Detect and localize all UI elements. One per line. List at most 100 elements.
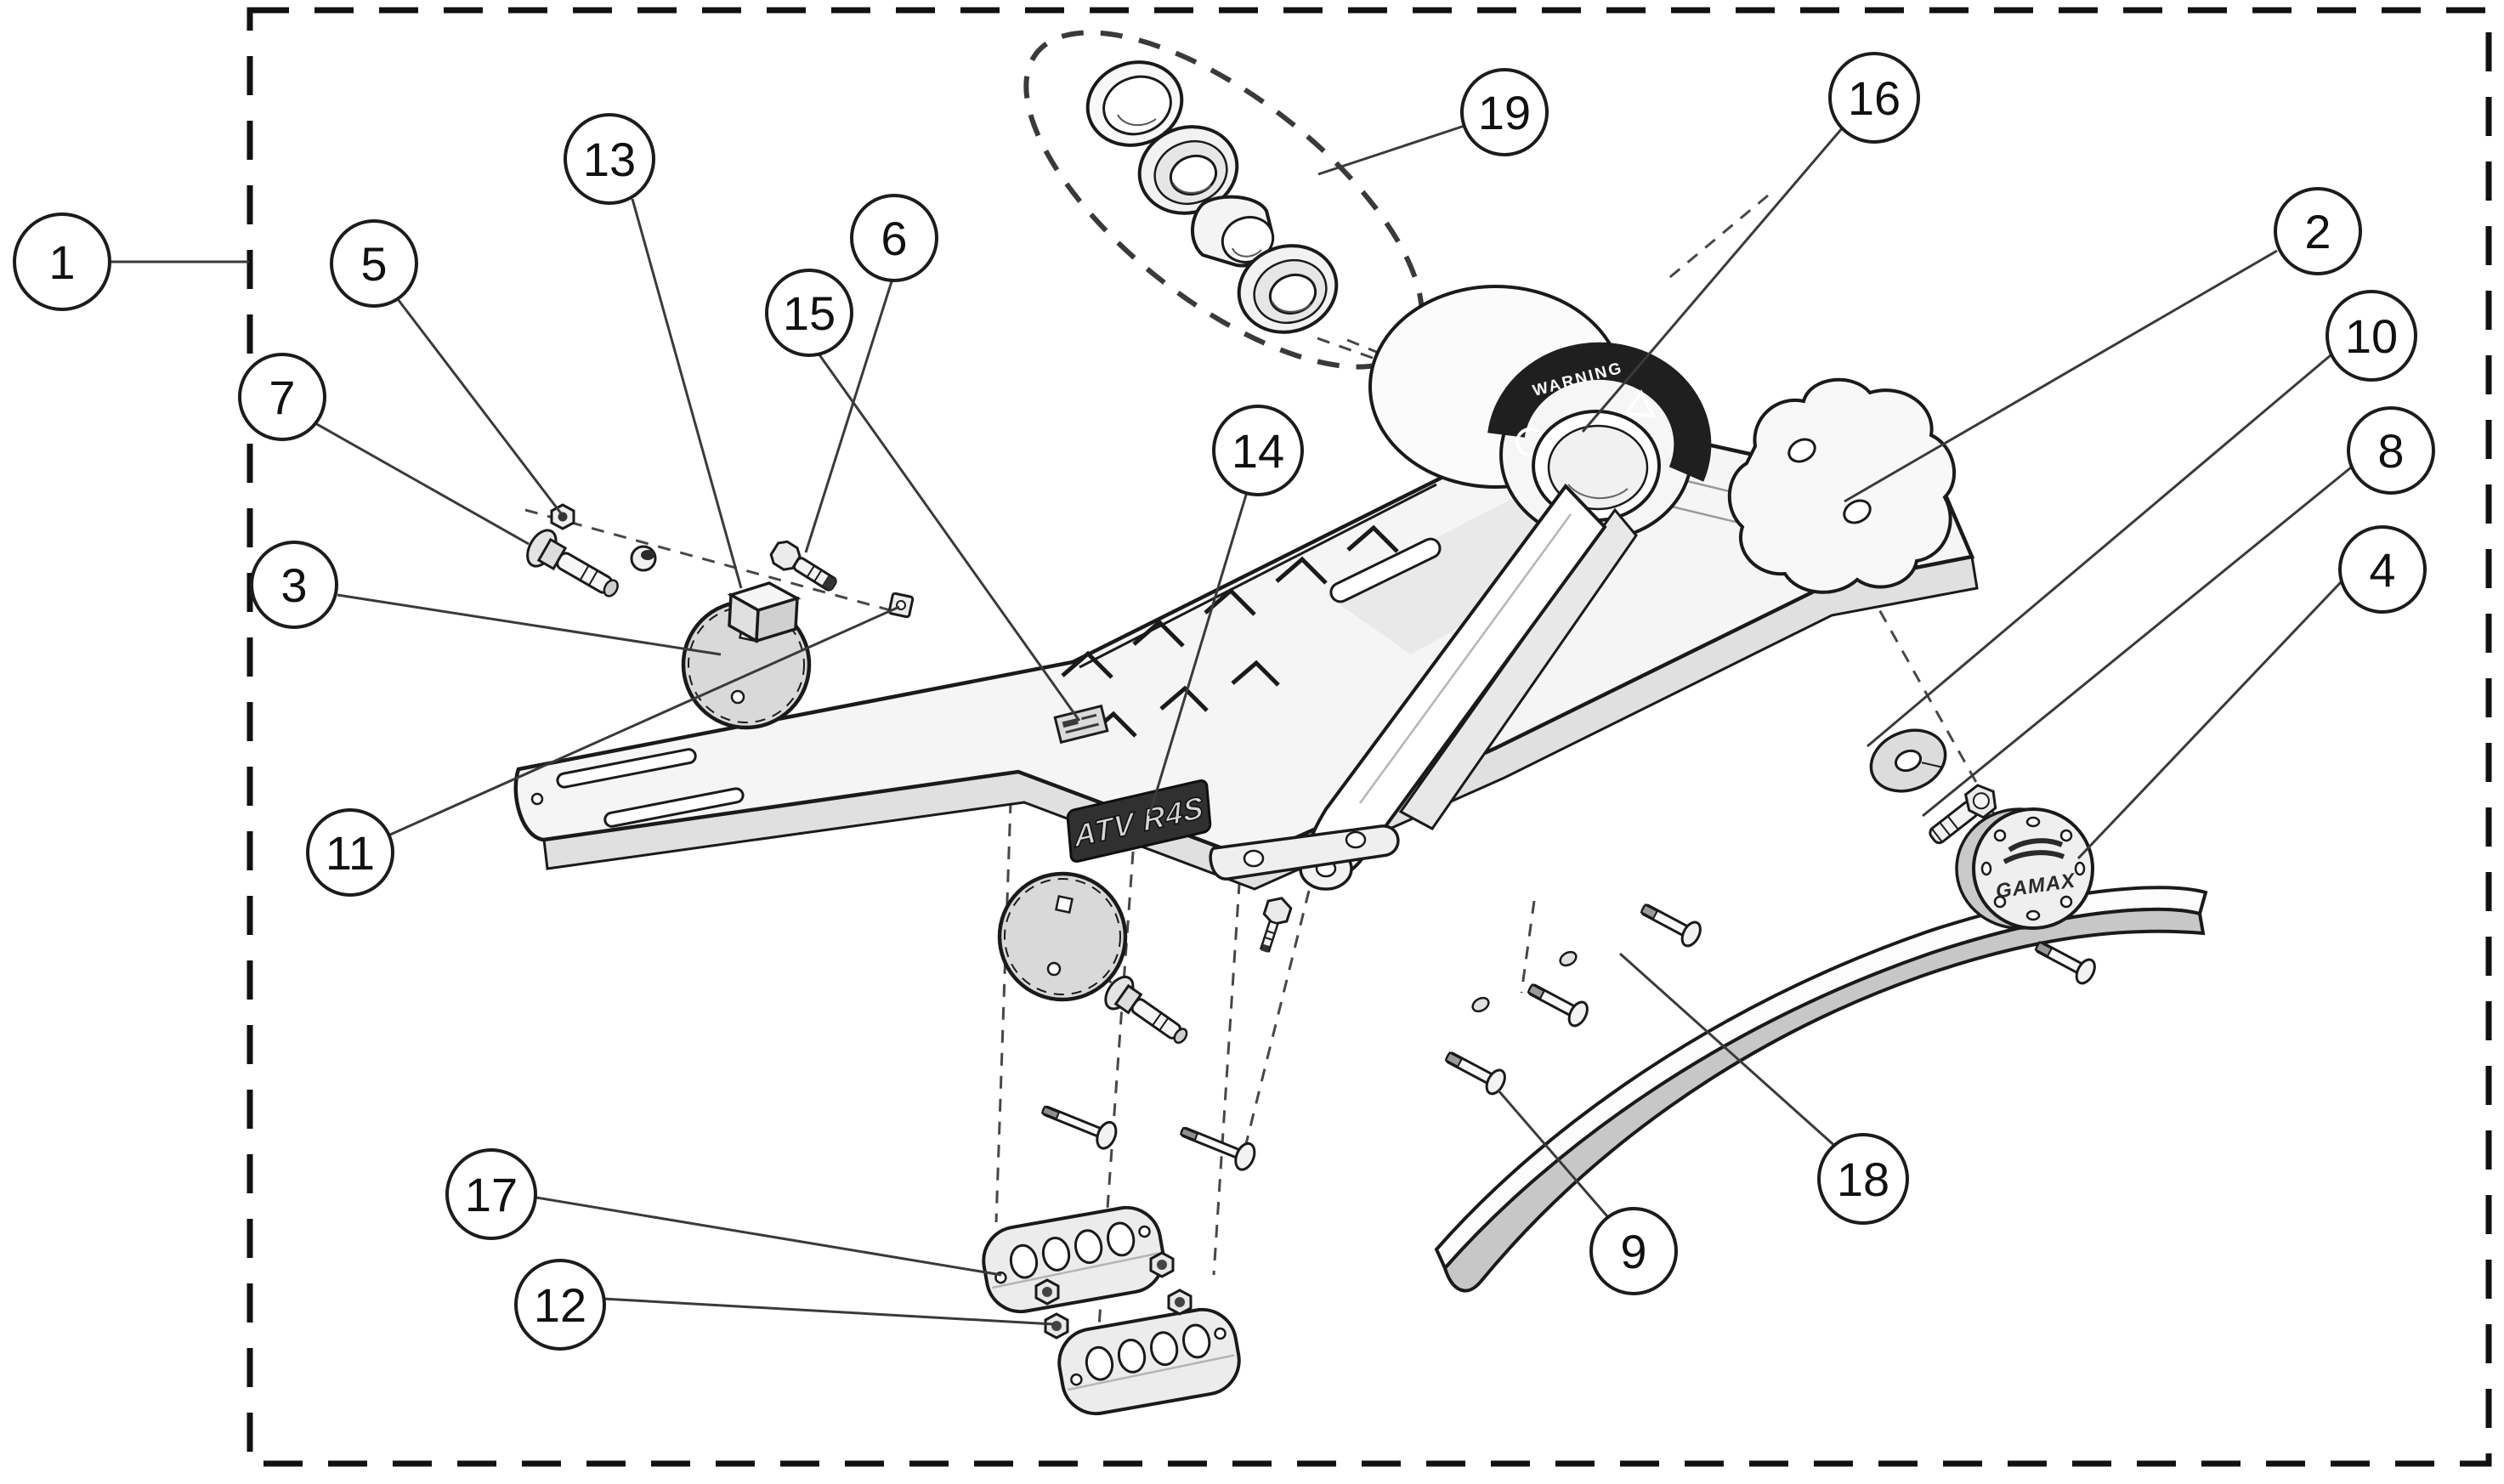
chain-guide-lower	[1057, 1307, 1241, 1416]
warning-triangle-icon	[1623, 389, 1657, 418]
svg-text:14: 14	[1232, 424, 1284, 478]
stopper-block	[727, 581, 802, 643]
callout-13: 13	[564, 113, 655, 205]
svg-text:1: 1	[48, 235, 75, 289]
flange-nut-small	[550, 503, 575, 530]
bracket-bolt	[1259, 897, 1293, 953]
flat-head-screw	[1444, 1051, 1506, 1096]
callout-12: 12	[514, 1259, 606, 1351]
pivot-bore-shade	[1567, 484, 1629, 500]
leader-9	[1496, 1089, 1614, 1223]
spec-placard	[1053, 704, 1109, 745]
pivot-bore-inner	[1547, 424, 1649, 511]
svg-text:2: 2	[2304, 205, 2331, 258]
warning-band	[1487, 342, 1712, 482]
leader-19	[1317, 124, 1465, 176]
left-arm-slots	[556, 748, 745, 828]
leader-2	[1844, 249, 2278, 503]
bearing-b	[1237, 244, 1339, 334]
svg-text:3: 3	[280, 558, 307, 612]
pivot-bolt	[1929, 784, 1997, 845]
callout-10: 10	[2326, 290, 2417, 382]
callout-3: 3	[250, 541, 338, 629]
leader-5	[396, 298, 563, 514]
svg-text:15: 15	[783, 286, 836, 340]
fastener-cluster	[526, 503, 915, 643]
axle-flange-plate	[1727, 377, 1957, 594]
svg-text:4: 4	[2369, 543, 2395, 597]
chain-guide-upper	[982, 1205, 1165, 1314]
skid-plate	[1434, 886, 2208, 1293]
hex-bolt	[769, 540, 837, 592]
leader-16	[1581, 127, 1844, 433]
leader-11	[389, 605, 900, 836]
left-beam-edge	[1079, 483, 1437, 669]
shoulder-bolt	[526, 529, 619, 598]
leader-3	[337, 593, 722, 656]
end-cap: GAMAX	[1955, 807, 2094, 930]
leader-17	[530, 1195, 1002, 1277]
svg-text:10: 10	[2345, 309, 2398, 363]
svg-text:6: 6	[881, 212, 907, 265]
flange-hole-upper	[1787, 438, 1816, 463]
callout-1: 1	[13, 212, 111, 311]
svg-text:7: 7	[269, 371, 295, 424]
bracket-bar	[1209, 824, 1400, 953]
callout-7: 7	[238, 353, 326, 441]
seal-ring	[1085, 60, 1184, 147]
svg-text:13: 13	[583, 133, 636, 186]
svg-text:19: 19	[1478, 86, 1531, 139]
guide-roller-lower	[997, 871, 1188, 1045]
callout-14: 14	[1212, 405, 1304, 496]
bearing-kit-group	[1023, 30, 1490, 399]
flat-head-screw	[1527, 983, 1589, 1028]
callout-2: 2	[2274, 187, 2362, 275]
callout-11: 11	[306, 808, 394, 897]
leader-13	[631, 198, 743, 589]
leader-15	[817, 353, 1081, 722]
svg-text:18: 18	[1837, 1153, 1889, 1206]
leader-4	[2076, 581, 2343, 860]
leader-8	[1922, 466, 2352, 818]
deck-slot	[1329, 537, 1442, 603]
square-nut	[887, 592, 915, 619]
callout-19: 19	[1460, 68, 1549, 156]
callout-18: 18	[1817, 1133, 1909, 1225]
callout-4: 4	[2338, 525, 2427, 614]
end-cap-rim-holes	[1980, 816, 2086, 921]
leader-lines	[111, 124, 2352, 1326]
shock-arm-rear-beam	[1398, 507, 1638, 830]
svg-text:8: 8	[2377, 424, 2404, 478]
guide-flange-nuts	[1034, 1251, 1193, 1340]
callout-6: 6	[850, 194, 938, 282]
bearing-a	[1137, 125, 1239, 215]
skid-plate-screws	[1444, 903, 2096, 1096]
brand-swoosh-icon	[2003, 838, 2065, 864]
assembly-dashed-border	[246, 7, 2492, 1467]
leader-7	[314, 422, 530, 546]
leader-12	[602, 1297, 1055, 1326]
left-tip-hole	[530, 792, 544, 806]
svg-text:12: 12	[534, 1278, 586, 1332]
leader-10	[1867, 354, 2331, 748]
callout-5: 5	[330, 219, 418, 308]
carriage-bolt	[1040, 1105, 1118, 1150]
svg-text:17: 17	[465, 1168, 518, 1221]
callout-balloons: 1 2 3 4 5 6 7 8	[13, 52, 2435, 1351]
leader-14	[1147, 491, 1249, 817]
callout-15: 15	[765, 269, 853, 357]
callout-16: 16	[1828, 52, 1920, 144]
flange-hole-lower	[1843, 499, 1872, 524]
callout-17: 17	[445, 1148, 537, 1240]
skid-plate-top	[1442, 907, 2206, 1293]
callout-8: 8	[2347, 406, 2435, 495]
carriage-bolt	[1179, 1126, 1256, 1171]
cap-nut	[630, 545, 657, 572]
skid-plate-rivet	[1559, 950, 1578, 967]
callout-9: 9	[1589, 1207, 1678, 1295]
leader-6	[804, 278, 894, 553]
flat-head-screw	[1640, 903, 1702, 948]
leader-18	[1618, 952, 1840, 1151]
svg-text:9: 9	[1620, 1225, 1646, 1278]
